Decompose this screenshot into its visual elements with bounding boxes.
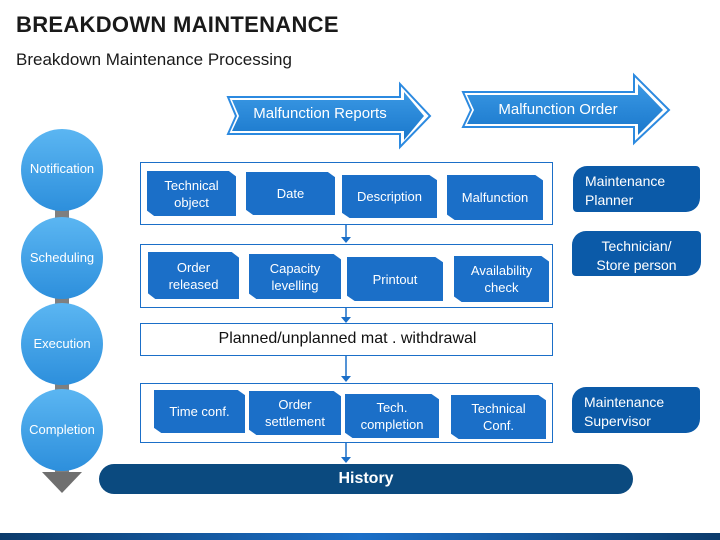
role-technician-store-person: Technician/ Store person <box>572 231 701 276</box>
step-printout: Printout <box>347 257 443 301</box>
step-capacity-levelling: Capacity levelling <box>249 254 341 299</box>
material-withdrawal-label: Planned/unplanned mat . withdrawal <box>218 330 477 347</box>
step-technical-object: Technical object <box>147 171 236 216</box>
page-subtitle: Breakdown Maintenance Processing <box>16 50 292 69</box>
connector-arrow-icon <box>341 354 351 382</box>
malfunction-order-arrow <box>461 72 671 146</box>
stage-circle-scheduling <box>21 217 103 299</box>
stage-circle-completion <box>21 389 103 471</box>
role-maintenance-supervisor: Maintenance Supervisor <box>572 387 700 433</box>
step-order-released: Order released <box>148 252 239 299</box>
step-description: Description <box>342 175 437 218</box>
stage-circle-execution <box>21 303 103 385</box>
connector-arrow-icon <box>341 307 351 323</box>
page-title: BREAKDOWN MAINTENANCE <box>16 12 339 37</box>
step-availability-check: Availability check <box>454 256 549 302</box>
malfunction-order-label: Malfunction Order <box>498 101 618 118</box>
step-date: Date <box>246 172 335 215</box>
step-technical-confirmation: Technical Conf. <box>451 395 546 439</box>
connector-arrow-icon <box>341 441 351 463</box>
malfunction-reports-label: Malfunction Reports <box>253 105 387 122</box>
step-tech-completion: Tech. completion <box>345 394 439 438</box>
stage-label-execution: Execution <box>33 336 91 351</box>
role-maintenance-planner: Maintenance Planner <box>573 166 700 212</box>
bottom-divider <box>0 533 720 540</box>
stage-label-notification: Notification <box>29 161 95 176</box>
malfunction-reports-arrow <box>226 81 432 150</box>
step-time-confirmation: Time conf. <box>154 390 245 433</box>
stage-label-scheduling: Scheduling <box>29 250 95 265</box>
timeline-chevron-icon <box>42 472 82 493</box>
stage-circle-notification <box>21 129 103 211</box>
step-order-settlement: Order settlement <box>249 391 341 435</box>
stage-label-completion: Completion <box>29 422 95 437</box>
connector-arrow-icon <box>341 224 351 243</box>
execution-row <box>140 323 553 356</box>
step-malfunction: Malfunction <box>447 175 543 220</box>
history-bar: History <box>99 464 633 494</box>
